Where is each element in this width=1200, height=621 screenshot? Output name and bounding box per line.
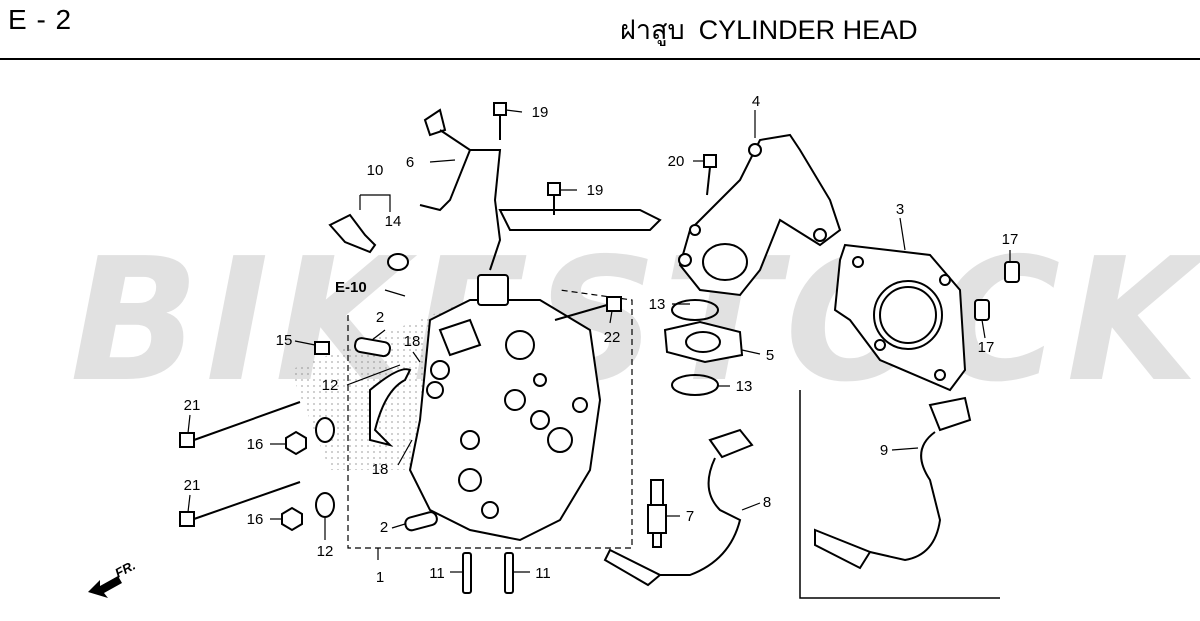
- part-9-frame: [799, 390, 1000, 599]
- cylinder-head: [408, 274, 602, 542]
- callout-6: 6: [406, 154, 414, 171]
- callout-7: 7: [686, 508, 694, 525]
- callout-5: 5: [766, 347, 774, 364]
- callout-2-bottom: 2: [380, 519, 388, 536]
- head-gasket: [833, 243, 967, 392]
- page-title: ฝาสูบ CYLINDER HEAD: [620, 8, 918, 51]
- callout-18-bottom: 18: [372, 461, 389, 478]
- chain-guide: [369, 368, 412, 447]
- page-code: E - 2: [8, 4, 73, 35]
- callout-13-bottom: 13: [736, 378, 753, 395]
- callout-22: 22: [604, 329, 621, 346]
- callout-8: 8: [763, 494, 771, 511]
- callout-10: 10: [367, 162, 384, 179]
- o-ring-upper: [671, 299, 719, 321]
- intake-pipe: [678, 133, 842, 297]
- reference-label: E-10: [335, 279, 367, 296]
- callout-12-bottom: 12: [317, 543, 334, 560]
- callout-18-top: 18: [404, 333, 421, 350]
- callout-15: 15: [276, 332, 293, 349]
- intake-insulator: [663, 320, 744, 364]
- callout-17-top: 17: [1002, 231, 1019, 248]
- nuts-and-washers: [281, 417, 335, 532]
- callout-1: 1: [376, 569, 384, 586]
- throttle-bracket: [419, 108, 662, 271]
- callout-4: 4: [752, 93, 760, 110]
- small-parts: [314, 213, 514, 594]
- callout-12-top: 12: [322, 377, 339, 394]
- leader-lines: [187, 109, 1011, 573]
- callout-17-bottom: 17: [978, 339, 995, 356]
- callout-9: 9: [880, 442, 888, 459]
- long-studs: [179, 401, 301, 527]
- callout-20: 20: [668, 153, 685, 170]
- header-divider: [0, 58, 1200, 60]
- head-assembly-bracket: [347, 289, 633, 549]
- callout-14: 14: [385, 213, 402, 230]
- callout-11-left: 11: [429, 565, 445, 582]
- title-english: CYLINDER HEAD: [698, 15, 918, 45]
- temperature-sensor: [814, 396, 972, 570]
- callout-19-bottom: 19: [587, 182, 604, 199]
- callout-16-top: 16: [247, 436, 264, 453]
- callout-21-bottom: 21: [184, 477, 201, 494]
- callout-3: 3: [896, 201, 904, 218]
- front-direction-arrow: FR.: [88, 558, 138, 598]
- callout-13-top: 13: [649, 296, 666, 313]
- callout-16-bottom: 16: [247, 511, 264, 528]
- callout-21-top: 21: [184, 397, 201, 414]
- dowel-pins: [974, 261, 1020, 321]
- spark-plug: [647, 479, 667, 548]
- callout-19-top: 19: [532, 104, 549, 121]
- o-ring-lower: [671, 374, 719, 396]
- callout-11-right: 11: [535, 565, 551, 582]
- callout-2-top: 2: [376, 309, 384, 326]
- bolts: [493, 102, 717, 321]
- o2-sensor: [603, 428, 754, 587]
- title-thai: ฝาสูบ: [620, 15, 685, 46]
